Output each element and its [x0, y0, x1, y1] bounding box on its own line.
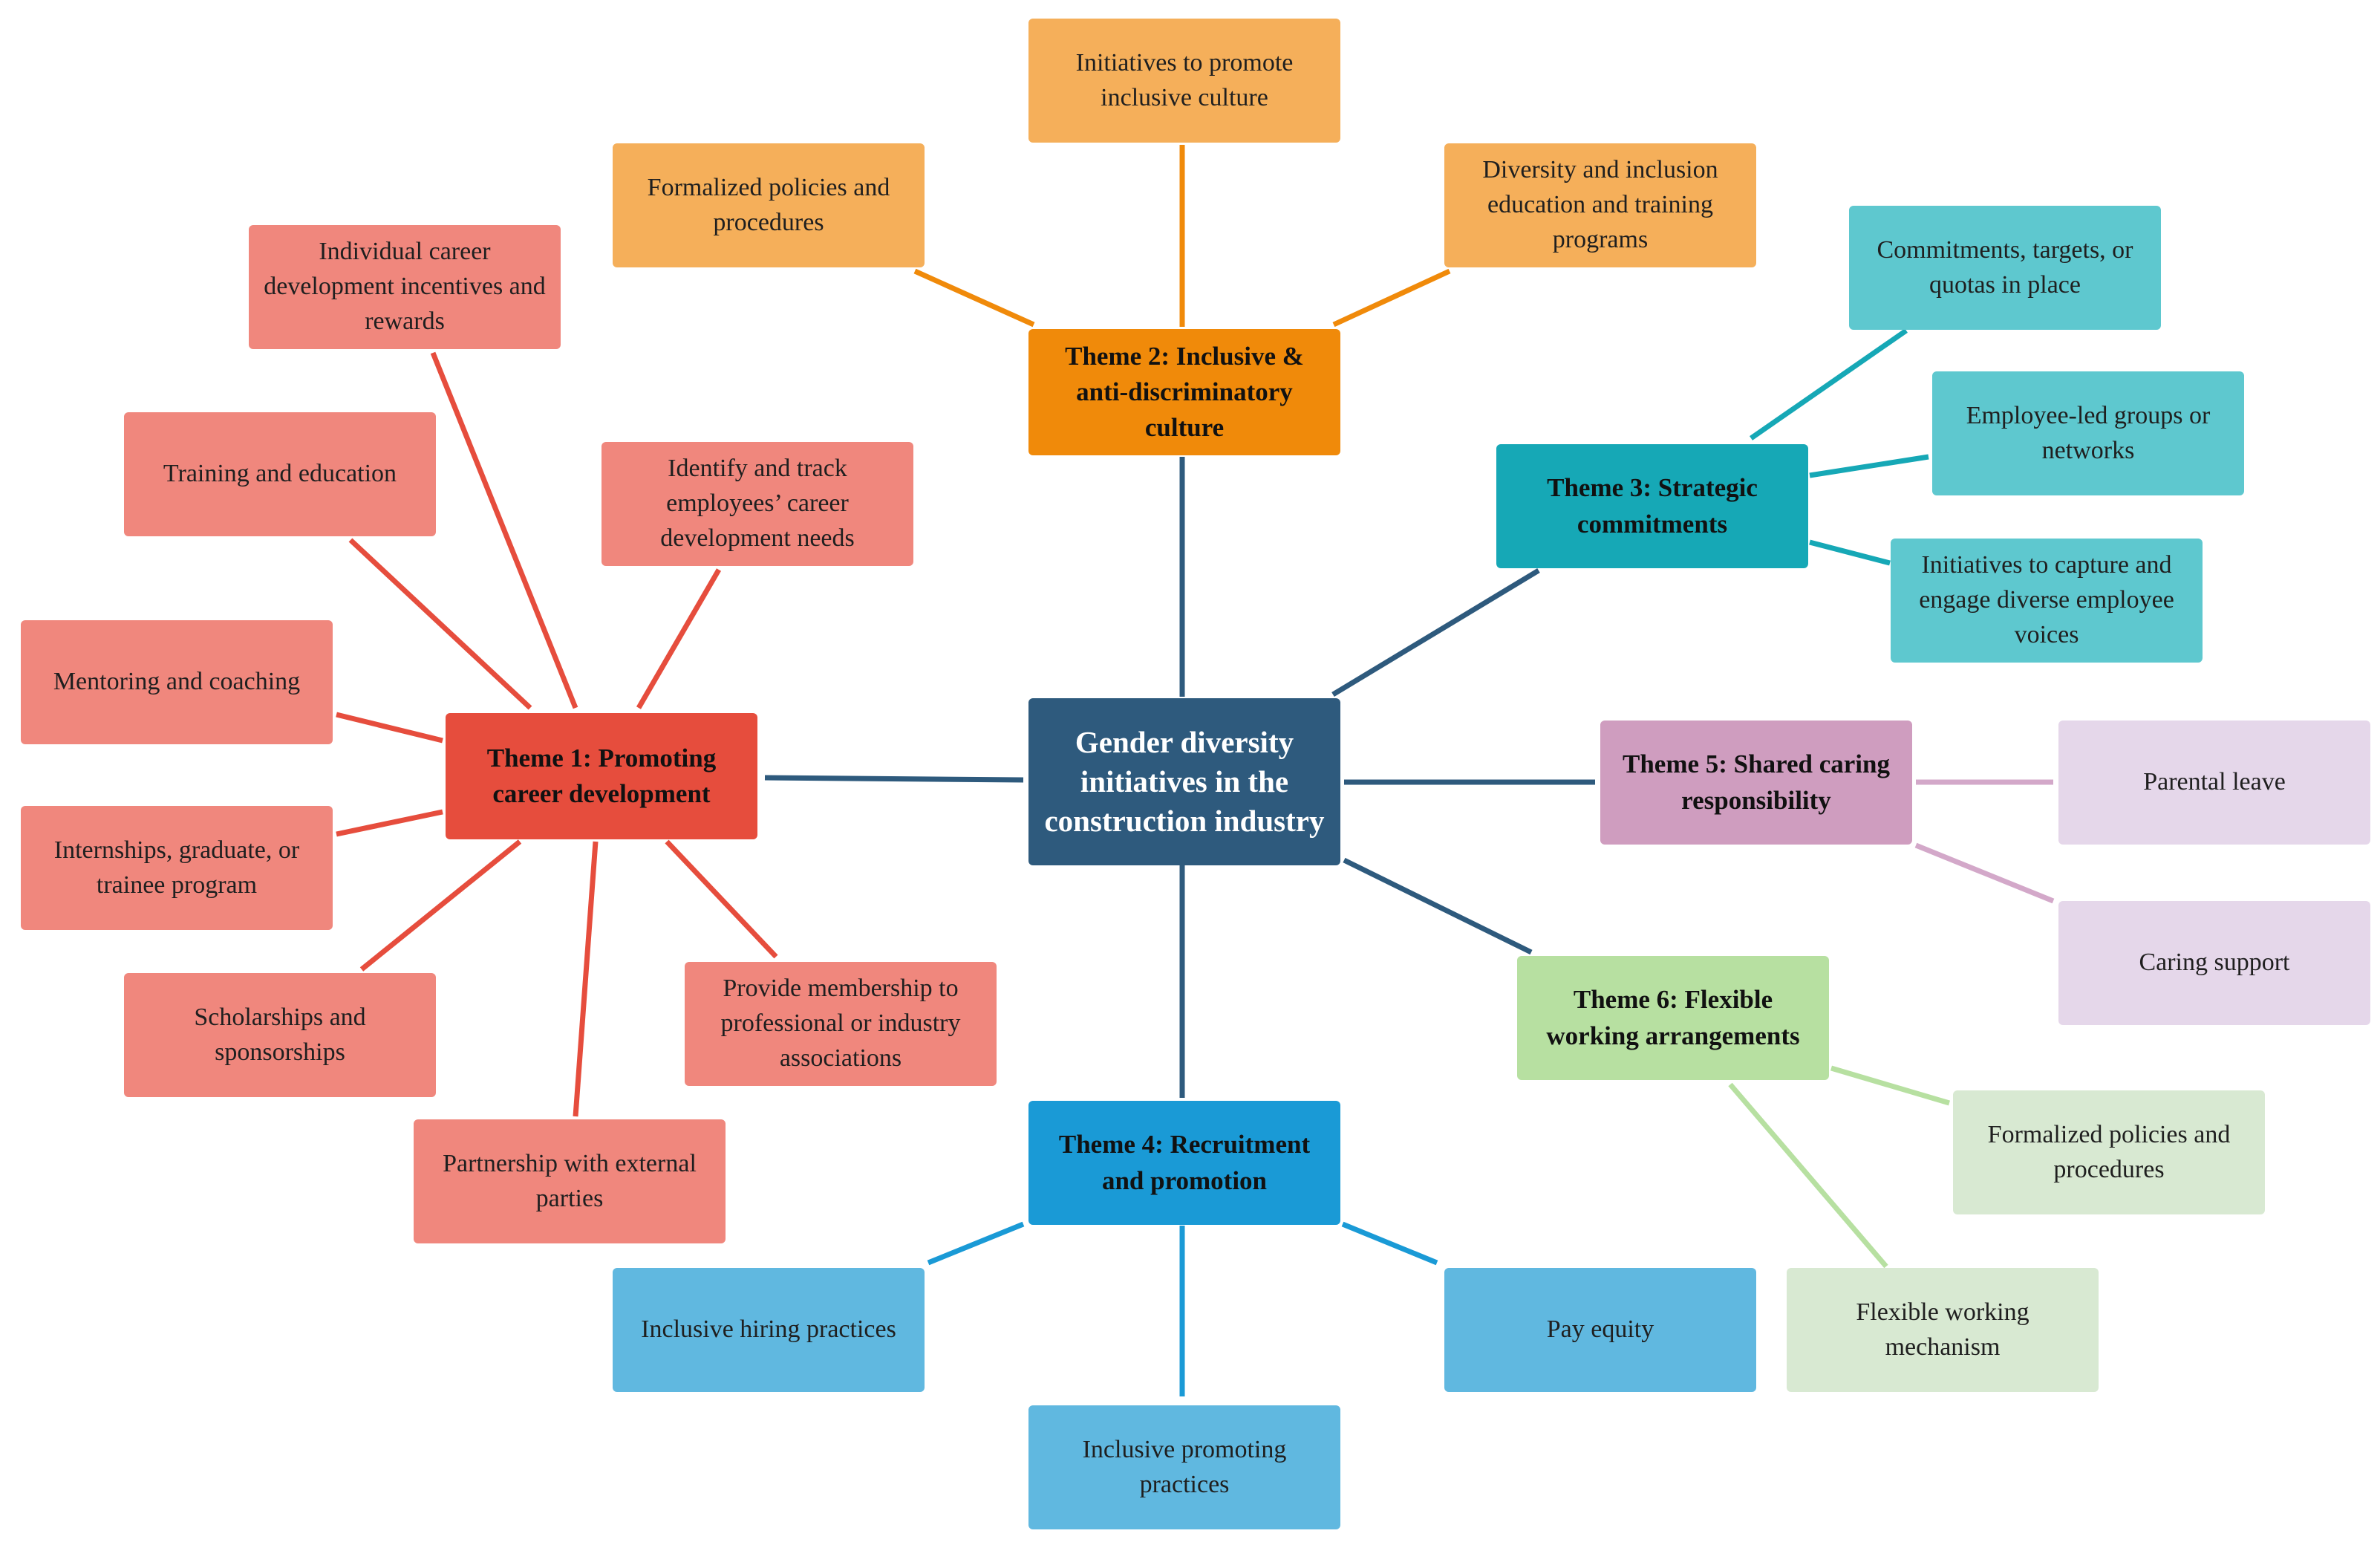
link-t1-l7 [573, 841, 599, 1117]
link-t1-l3 [636, 568, 722, 709]
link-center-theme3 [1331, 568, 1540, 697]
t2-leaf-formalized-policies: Formalized policies and procedures [613, 143, 925, 267]
link-t2-l3 [1332, 268, 1451, 328]
t1-leaf-membership: Provide membership to professional or in… [685, 962, 997, 1086]
t1-leaf-track-needs: Identify and track employees’ career dev… [601, 442, 913, 566]
theme-4-node: Theme 4: Recruitment and promotion [1028, 1101, 1340, 1225]
link-t6-l2 [1728, 1082, 1888, 1269]
t3-leaf-employee-groups: Employee-led groups or networks [1932, 371, 2244, 495]
t4-leaf-inclusive-promoting: Inclusive promoting practices [1028, 1405, 1340, 1529]
link-t3-l3 [1809, 539, 1891, 566]
link-t3-l1 [1750, 328, 1908, 440]
link-center-theme6 [1343, 857, 1533, 955]
t1-leaf-mentoring: Mentoring and coaching [21, 620, 333, 744]
t6-leaf-flexible-mechanism: Flexible working mechanism [1787, 1268, 2099, 1392]
link-t1-l2 [348, 538, 532, 710]
t1-leaf-scholarships: Scholarships and sponsorships [124, 973, 436, 1097]
link-t6-l1 [1830, 1065, 1950, 1106]
t3-leaf-commitments: Commitments, targets, or quotas in place [1849, 206, 2161, 330]
theme-6-node: Theme 6: Flexible working arrangements [1517, 956, 1829, 1080]
link-t4-l3 [1341, 1221, 1438, 1266]
t4-leaf-inclusive-hiring: Inclusive hiring practices [613, 1268, 925, 1392]
theme-5-node: Theme 5: Shared caring responsibility [1600, 721, 1912, 845]
t4-leaf-pay-equity: Pay equity [1444, 1268, 1756, 1392]
theme-3-node: Theme 3: Strategic commitments [1496, 444, 1808, 568]
link-t1-l8 [665, 839, 778, 959]
link-t1-l6 [359, 839, 522, 972]
t2-leaf-inclusive-culture: Initiatives to promote inclusive culture [1028, 19, 1340, 143]
t1-leaf-internships: Internships, graduate, or trainee progra… [21, 806, 333, 930]
t6-leaf-formalized-policies: Formalized policies and procedures [1953, 1090, 2265, 1214]
link-t1-l4 [336, 712, 443, 744]
t5-leaf-parental-leave: Parental leave [2058, 721, 2370, 845]
link-t5-l2 [1914, 842, 2055, 904]
theme-1-node: Theme 1: Promoting career development [446, 713, 757, 839]
t2-leaf-di-education: Diversity and inclusion education and tr… [1444, 143, 1756, 267]
center-node: Gender diversity initiatives in the cons… [1028, 698, 1340, 865]
t1-leaf-training-education: Training and education [124, 412, 436, 536]
link-center-theme1 [764, 775, 1024, 783]
link-t1-l5 [336, 809, 443, 837]
link-t2-l2 [913, 268, 1035, 328]
theme-2-node: Theme 2: Inclusive & anti-discriminatory… [1028, 329, 1340, 455]
t1-leaf-partnership: Partnership with external parties [414, 1119, 726, 1243]
link-t4-l1 [927, 1221, 1025, 1266]
t1-leaf-career-incentives: Individual career development incentives… [249, 225, 561, 349]
link-t1-l1 [430, 351, 578, 709]
link-t3-l2 [1809, 454, 1929, 478]
t3-leaf-employee-voices: Initiatives to capture and engage divers… [1891, 539, 2203, 663]
t5-leaf-caring-support: Caring support [2058, 901, 2370, 1025]
